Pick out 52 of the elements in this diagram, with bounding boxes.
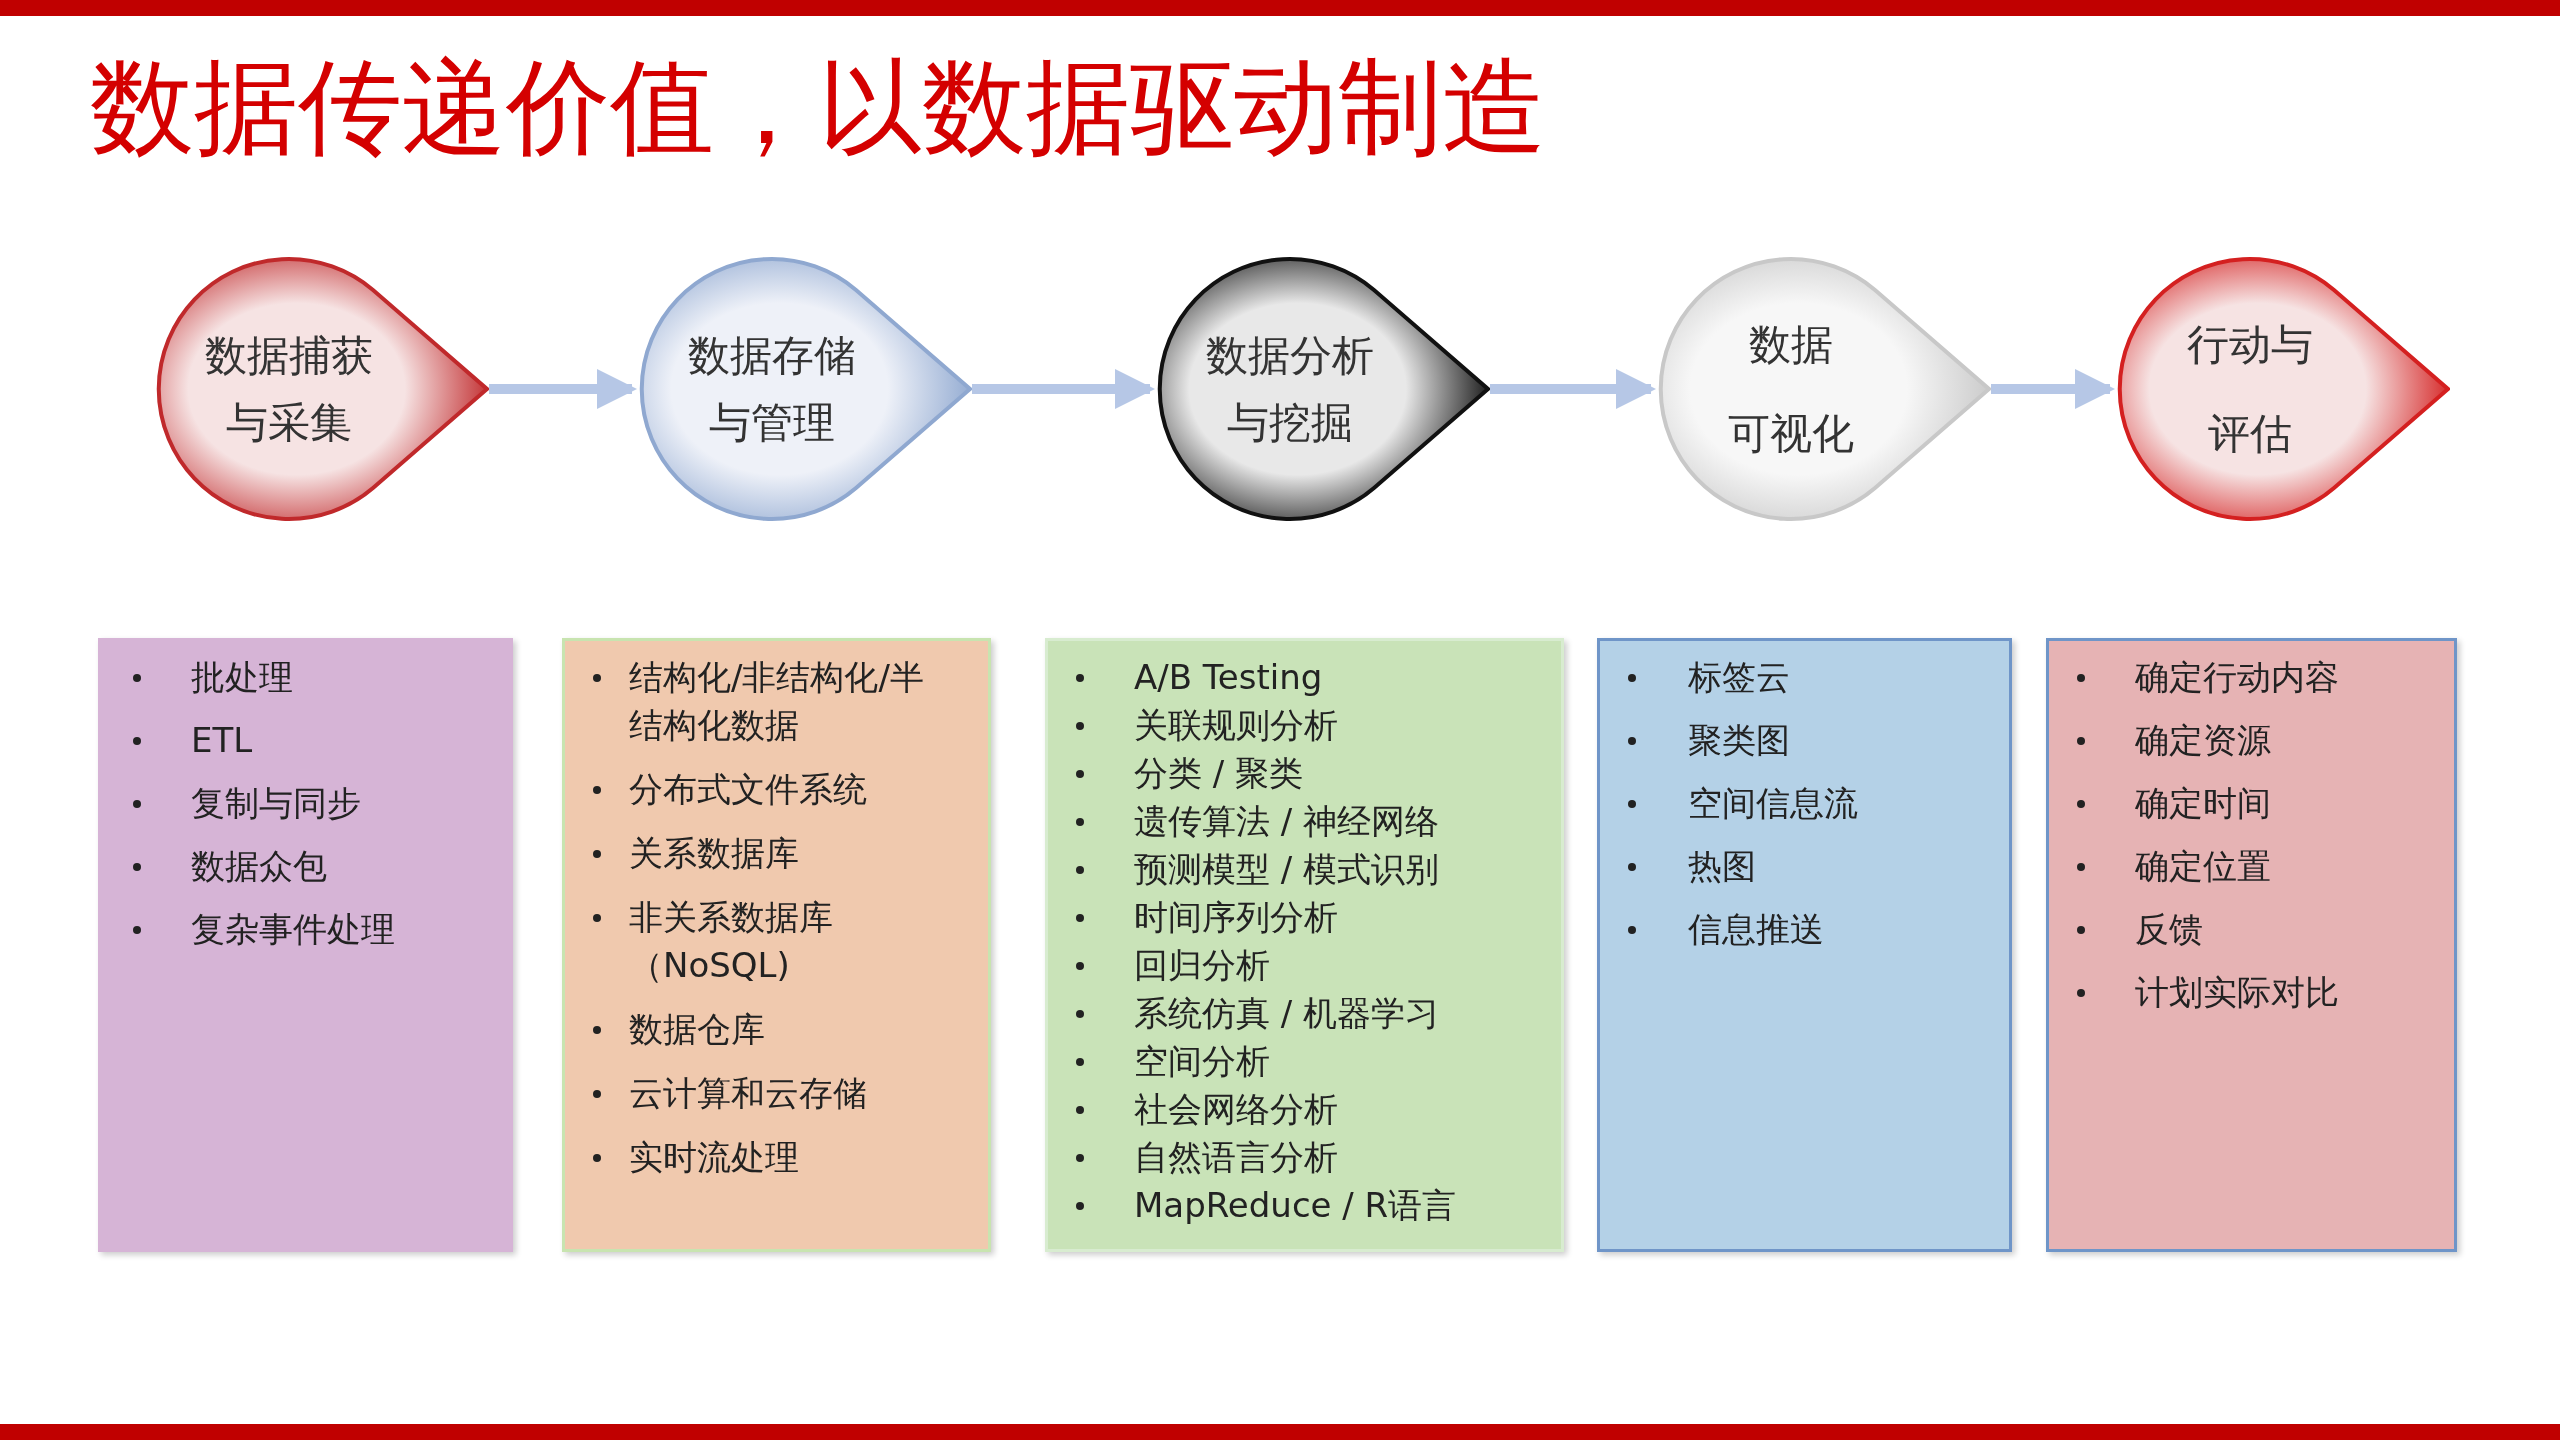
- list-panel: [1597, 638, 2012, 1252]
- list-item: 批处理: [191, 656, 294, 699]
- step-label: 可视化: [1728, 408, 1854, 460]
- list-panel: [1045, 638, 1564, 1252]
- title: 数据传递价值，以数据驱动制造: [90, 45, 1546, 170]
- list-item: 结构化/非结构化/半结构化数据: [629, 656, 925, 747]
- list-item: 确定时间: [2135, 782, 2272, 825]
- list-item: 确定资源: [2135, 719, 2272, 762]
- step-label: 行动与: [2187, 318, 2313, 371]
- list-panel: [562, 638, 991, 1252]
- list-item: 时间序列分析: [1134, 896, 1339, 939]
- step-label: 数据: [1749, 318, 1833, 371]
- list-item: 社会网络分析: [1134, 1088, 1339, 1131]
- arrow: [489, 369, 637, 409]
- list-item: A/B Testing: [1134, 656, 1324, 699]
- list-item: 云计算和云存储: [629, 1072, 868, 1115]
- list-panel: [98, 638, 513, 1252]
- list-item: 聚类图: [1688, 719, 1791, 762]
- list-item: MapReduce / R语言: [1134, 1184, 1458, 1227]
- list-item: 分类 / 聚类: [1134, 752, 1305, 795]
- list-item: 实时流处理: [629, 1136, 800, 1179]
- list-item: 复杂事件处理: [191, 908, 396, 951]
- list-item: 反馈: [2135, 908, 2204, 951]
- list-item: 回归分析: [1134, 944, 1271, 987]
- list-item: 标签云: [1688, 656, 1791, 699]
- list-item: 数据众包: [191, 845, 328, 888]
- arrow: [1490, 369, 1656, 409]
- list-item: 关联规则分析: [1134, 704, 1339, 747]
- list-panel: [2046, 638, 2457, 1252]
- list-item: 信息推送: [1688, 908, 1825, 951]
- list-item: 热图: [1688, 845, 1757, 888]
- list-item: 预测模型 / 模式识别: [1134, 848, 1441, 891]
- step-label: 数据捕获与采集: [205, 329, 373, 449]
- list-item: 复制与同步: [191, 782, 362, 825]
- step-label: 数据存储与管理: [688, 329, 856, 449]
- list-item: 数据仓库: [629, 1008, 766, 1051]
- step-label: 评估: [2208, 408, 2292, 460]
- arrow: [972, 369, 1155, 409]
- list-item: 空间分析: [1134, 1040, 1271, 1083]
- list-item: 关系数据库: [629, 832, 800, 875]
- arrow: [1991, 369, 2115, 409]
- list-item: 计划实际对比: [2135, 971, 2340, 1014]
- list-item: ETL: [191, 719, 254, 762]
- list-item: 确定位置: [2135, 845, 2272, 888]
- list-item: 确定行动内容: [2135, 656, 2340, 699]
- list-item: 分布式文件系统: [629, 768, 868, 811]
- list-item: 空间信息流: [1688, 782, 1859, 825]
- list-item: 非关系数据库（NoSQL): [629, 896, 834, 987]
- step-label: 数据分析与挖掘: [1206, 329, 1374, 449]
- list-item: 自然语言分析: [1134, 1136, 1339, 1179]
- list-item: 遗传算法 / 神经网络: [1134, 800, 1441, 843]
- list-item: 系统仿真 / 机器学习: [1134, 992, 1441, 1035]
